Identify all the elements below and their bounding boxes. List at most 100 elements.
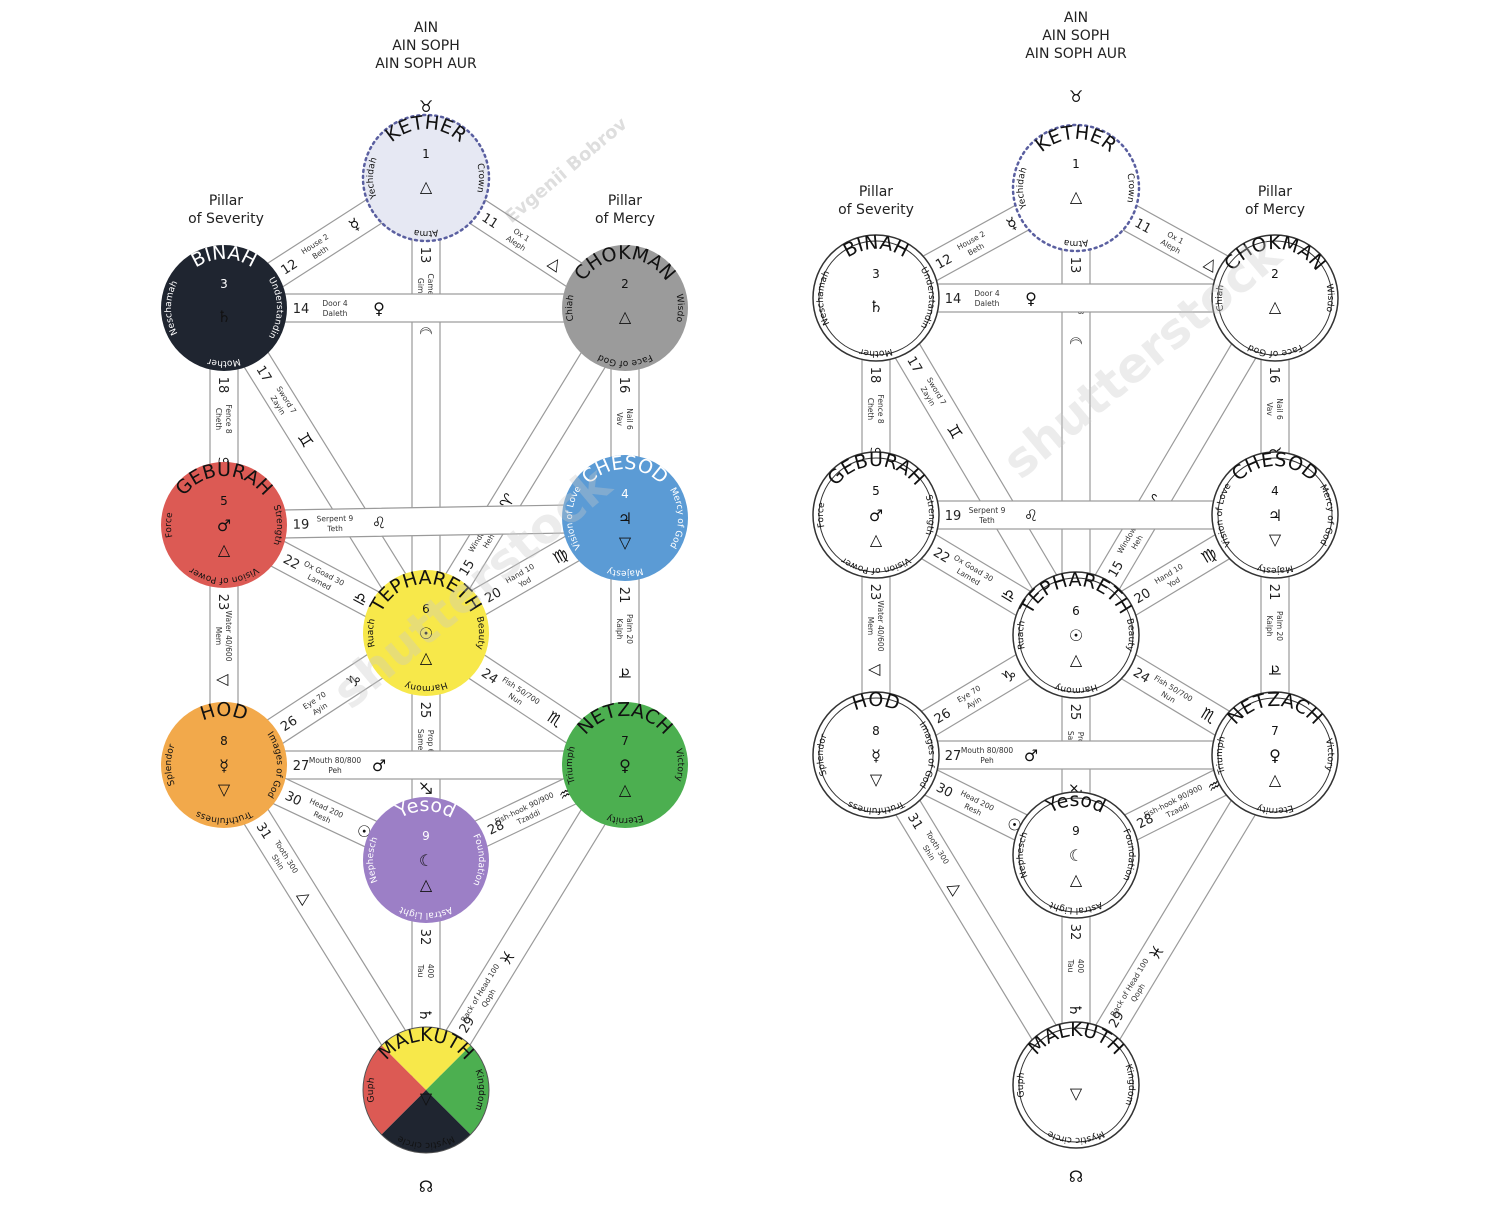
outline-sephirah-disc-chokman [1211, 234, 1339, 362]
outline-pillar-severity-1: Pillar [859, 184, 893, 200]
outline-sephirah-number-yesod: 9 [1072, 824, 1080, 838]
outline-path-label-14-b: Daleth [975, 299, 1000, 308]
colored-path-number-18: 18 [215, 377, 230, 394]
outline-sephirah-disc-chesod [1211, 451, 1339, 579]
outline-sephirah-disc-hod [812, 691, 940, 819]
outline-path-number-30: 30 [933, 780, 955, 801]
colored-path-number-25: 25 [417, 702, 432, 719]
outline-sephirah-number-binah: 3 [872, 267, 880, 281]
colored-path-number-23: 23 [215, 594, 230, 611]
outline-sephirah-symbol2-tiphareth-icon: △ [1070, 650, 1083, 669]
outline-path-label-19-a: Serpent 9 [969, 506, 1006, 515]
colored-sephirah-word-yesod-3: Foundation [470, 833, 486, 888]
colored-sephirah-word-chokman-1: Chiah [565, 294, 576, 322]
colored-sephirah-symbol-malkuth-icon: ▽ [420, 1089, 433, 1108]
outline-path-number-11: 11 [1132, 216, 1154, 237]
colored-sephirah-number-yesod: 9 [422, 829, 430, 843]
outline-path-number-32: 32 [1067, 924, 1082, 941]
colored-sephirah-symbol2-yesod-icon: △ [420, 875, 433, 894]
outline-path-number-17: 17 [903, 354, 924, 376]
colored-sephirah-number-netzach: 7 [621, 734, 629, 748]
colored-path-number-31: 31 [253, 820, 274, 842]
colored-pillar-severity-1: Pillar [209, 193, 243, 209]
outline-path-label-21-a: Palm 20 [1275, 611, 1284, 641]
outline-sephirah-word-chokman-1: Chiah [1215, 284, 1226, 312]
outline-sephirah-symbol-binah-icon: ♄ [869, 297, 883, 316]
outline-sephirah-symbol-chokman-icon: △ [1269, 297, 1282, 316]
outline-taurus-top-icon: ♉ [1069, 87, 1083, 106]
outline-path-number-20: 20 [1132, 586, 1154, 607]
colored-sephirah-word-chesod-2: Majesty [605, 565, 644, 578]
colored-path-number-27: 27 [293, 759, 310, 774]
outline-path-symbol-32-icon: ♄ [1066, 1003, 1085, 1017]
outline-path-number-24: 24 [1130, 665, 1152, 686]
outline-sephirah-disc-binah [812, 234, 940, 362]
outline-sephirah-symbol2-netzach-icon: △ [1269, 770, 1282, 789]
colored-sephirah-disc-chokman [562, 245, 688, 371]
colored-sephirah-word-kether-3: Crown [474, 162, 486, 193]
colored-pillar-mercy-1: Pillar [608, 193, 642, 209]
colored-sephirah-disc-binah [161, 245, 287, 371]
colored-path-label-16-a: Nail 6 [625, 408, 634, 430]
colored-path-label-27-a: Mouth 80/800 [309, 756, 362, 765]
colored-path-label-19-b: Teth [326, 524, 343, 533]
colored-malkuth-quarter-2 [426, 1045, 489, 1135]
colored-malkuth-quarter-4 [363, 1045, 426, 1135]
outline-sephirah-disc-malkuth [1012, 1021, 1140, 1149]
colored-sephirah-word-netzach-1: Triumph [565, 745, 578, 786]
colored-node-bottom-icon: ☊ [419, 1177, 433, 1196]
outline-header-line-1: AIN [1064, 10, 1088, 26]
outline-sephirah-word-yesod-3: Foundation [1120, 828, 1136, 883]
colored-path-label-32-a: 400 [426, 964, 435, 979]
outline-sephirah-inner-ring-geburah [818, 457, 934, 573]
colored-path-symbol-27-icon: ♂ [372, 756, 386, 775]
colored-sephirah-number-geburah: 5 [220, 494, 228, 508]
outline-sephirah-disc-kether [1011, 123, 1141, 253]
colored-path-label-13-a: Camel 3 [426, 274, 435, 305]
outline-path-label-18-a: Fence 8 [876, 394, 885, 423]
colored-path-number-17: 17 [253, 363, 274, 385]
outline-path-number-14: 14 [945, 292, 962, 307]
colored-path-symbol-19-icon: ♌ [372, 513, 387, 532]
colored-path-label-27-b: Peh [328, 766, 342, 775]
outline-sephirah-symbol-malkuth-icon: ▽ [1070, 1084, 1083, 1103]
colored-path-label-19-a: Serpent 9 [316, 514, 353, 524]
outline-sephirah-word-kether-1: Yechidah [1016, 166, 1030, 211]
outline-path-band-19 [875, 500, 1276, 530]
outline-path-number-16: 16 [1266, 367, 1281, 384]
outline-sephirah-disc-yesod [1012, 791, 1140, 919]
outline-path-number-25: 25 [1067, 704, 1082, 721]
outline-sephirah-symbol2-chesod-icon: ▽ [1269, 530, 1282, 549]
outline-sephirah-word-yesod-1: Nephesch [1016, 831, 1030, 880]
colored-sephirah-symbol-netzach-icon: ♀ [619, 756, 631, 775]
colored-malkuth-quarter-1 [381, 1027, 471, 1090]
colored-path-number-14: 14 [293, 302, 310, 317]
outline-sephirah-symbol2-geburah-icon: △ [870, 530, 883, 549]
colored-path-label-23-a: Water 40/600 [224, 611, 233, 662]
colored-path-number-15: 15 [457, 557, 478, 579]
outline-path-number-28: 28 [1135, 811, 1157, 832]
colored-path-label-25-a: Prop 60 [426, 730, 435, 759]
colored-path-symbol-21-icon: ♃ [615, 666, 634, 680]
outline-sephirah-inner-ring-tiphareth [1018, 577, 1134, 693]
outline-sephirah-word-tiphareth-1: Ruach [1016, 620, 1028, 650]
outline-sephirah-word-kether-2: Atma [1063, 237, 1089, 248]
colored-sephirah-disc-kether [361, 113, 491, 243]
colored-sephirah-disc-yesod [363, 797, 489, 923]
outline-path-symbol-14-icon: ♀ [1025, 289, 1037, 308]
outline-sephirah-symbol-geburah-icon: ♂ [869, 506, 883, 525]
outline-path-number-26: 26 [932, 706, 954, 727]
colored-sephirah-symbol-tiphareth-icon: ☉ [419, 624, 433, 643]
colored-sephirah-name-hod: HOD [198, 699, 251, 725]
colored-pillar-mercy-2: of Mercy [595, 211, 655, 227]
colored-sephirah-symbol-chokman-icon: △ [619, 307, 632, 326]
colored-path-label-13-b: Gimel [416, 278, 425, 300]
outline-sephirah-word-netzach-1: Triumph [1215, 735, 1228, 776]
colored-sephirah-number-binah: 3 [220, 277, 228, 291]
